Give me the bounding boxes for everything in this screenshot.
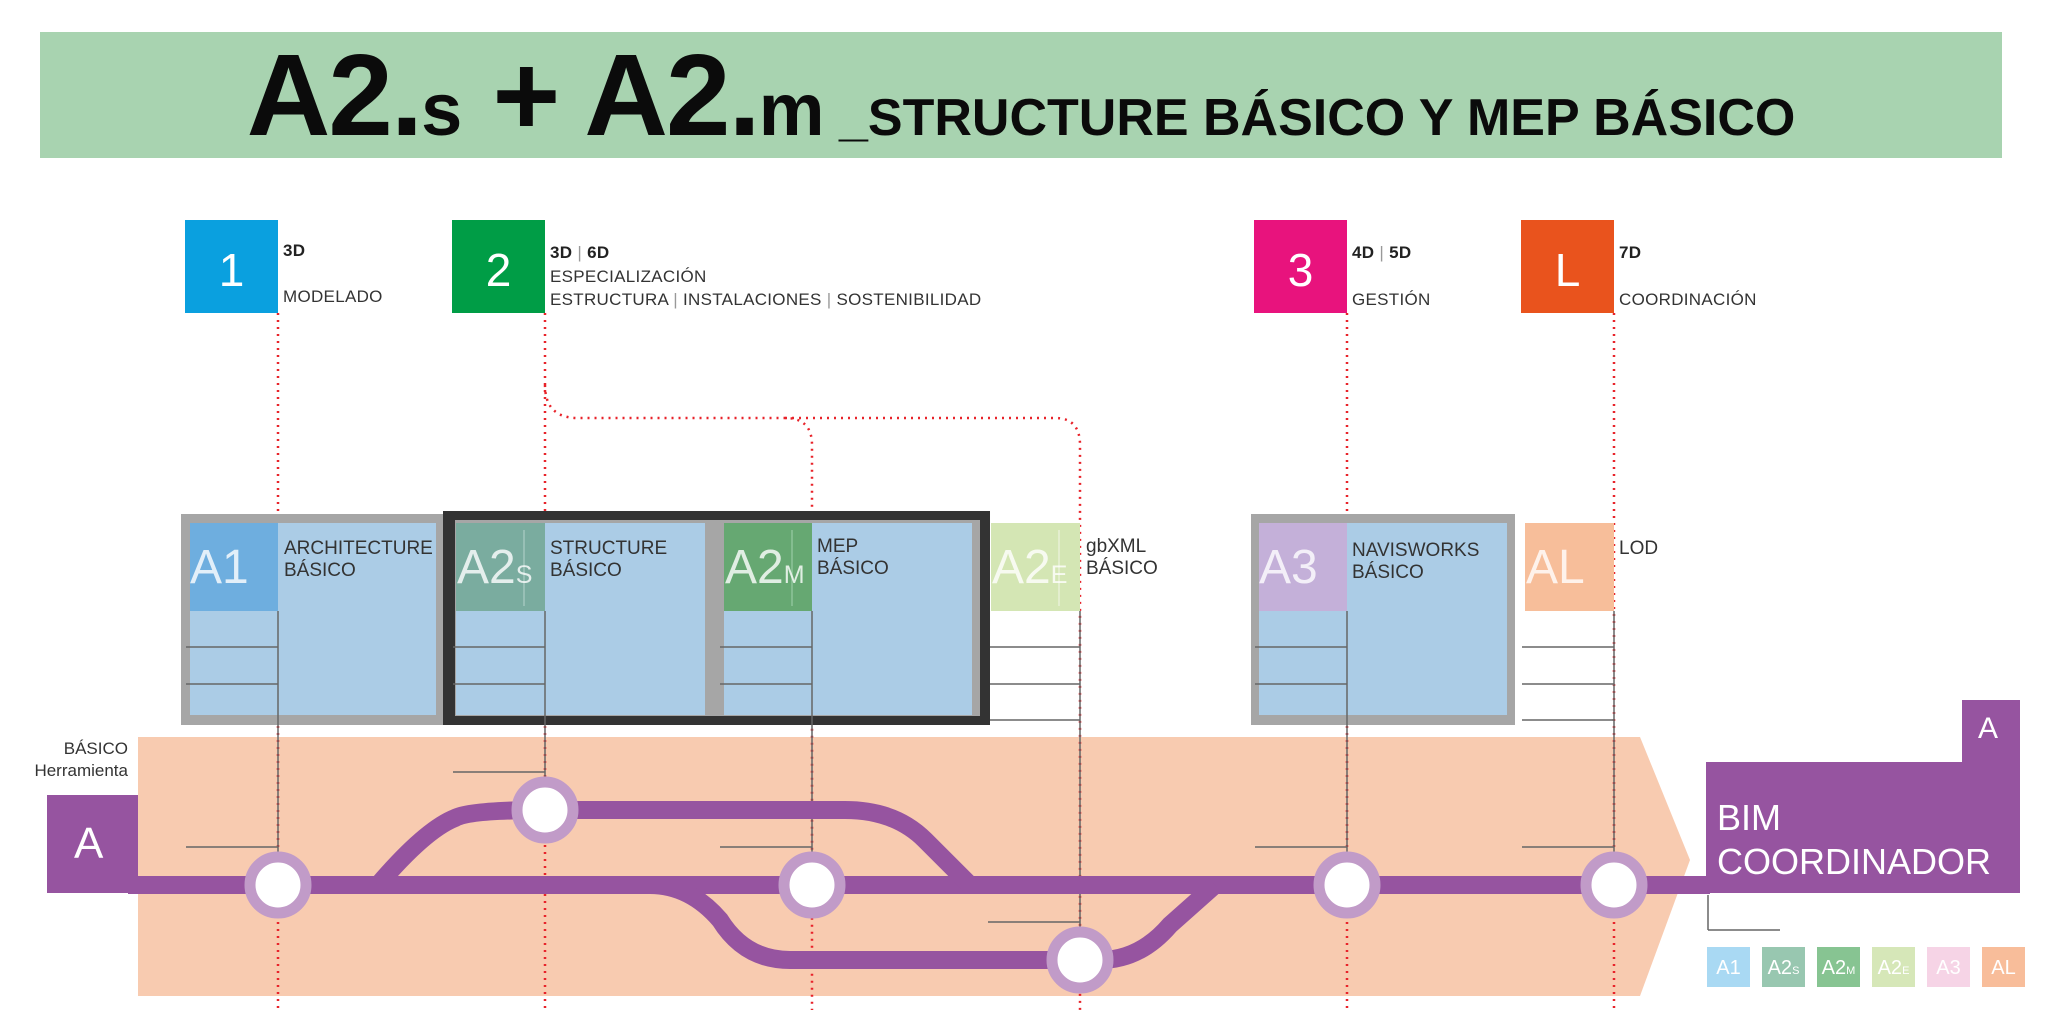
track-start-block — [47, 795, 138, 893]
tile-a2e — [991, 523, 1080, 611]
title-subtitle: _STRUCTURE BÁSICO Y MEP BÁSICO — [824, 89, 1796, 147]
upper-branch — [371, 801, 977, 892]
legend-a2m: A2M — [1817, 947, 1860, 987]
legend-a3: A3 — [1927, 947, 1970, 987]
station-a2e — [1046, 926, 1114, 994]
legend-a2s: A2S — [1762, 947, 1805, 987]
module-al-label: LOD — [1619, 538, 1659, 559]
station-a1 — [244, 851, 312, 919]
tile-a2s — [456, 523, 545, 611]
station-a3 — [1313, 851, 1381, 919]
phase-3-dims: 4D | 5D — [1352, 243, 1412, 262]
phase-l-badge: L — [1521, 220, 1614, 313]
track-start-letter: A — [74, 819, 104, 868]
phase-3-badge: 3 — [1254, 220, 1347, 313]
module-grid-lines — [186, 611, 1780, 960]
module-a2e-code: A2E — [992, 541, 1068, 594]
legend-a2e: A2E — [1872, 947, 1915, 987]
phase-l-dims: 7D — [1619, 243, 1642, 262]
phase-2-specialties: ESTRUCTURA | INSTALACIONES | SOSTENIBILI… — [550, 290, 982, 309]
phase-2-label: ESPECIALIZACIÓN — [550, 267, 707, 286]
module-a2m-code: A2M — [725, 541, 805, 594]
tile-al — [1525, 523, 1614, 611]
guide-lines — [276, 313, 1616, 1010]
station-al — [1580, 851, 1648, 919]
title-banner: A2.s + A2.m _STRUCTURE BÁSICO Y MEP BÁSI… — [40, 32, 2002, 158]
stations — [244, 776, 1648, 994]
track-end-block — [1706, 762, 2020, 893]
legend-al: AL — [1982, 947, 2025, 987]
phase-l-label: COORDINACIÓN — [1619, 290, 1757, 309]
phase-1-label: MODELADO — [283, 287, 383, 306]
tile-a3 — [1259, 523, 1347, 611]
station-a2m — [778, 851, 846, 919]
phase-2-dims: 3D | 6D — [550, 243, 610, 262]
title-a2-mep-sub: m — [758, 68, 825, 151]
page-title: A2.s + A2.m _STRUCTURE BÁSICO Y MEP BÁSI… — [40, 32, 2002, 158]
tile-a2m — [724, 523, 812, 611]
track-end-corner — [1962, 700, 2020, 764]
module-a2s-code: A2S — [457, 541, 533, 594]
module-a1-code: A1 — [190, 541, 249, 594]
phase-1-dims: 3D — [283, 241, 306, 260]
title-a2-mep: A2. — [584, 30, 761, 160]
phase-1-badge: 1 — [185, 220, 278, 313]
track-lines — [128, 801, 1710, 969]
phase-3-label: GESTIÓN — [1352, 290, 1431, 309]
lower-branch — [649, 876, 1221, 969]
station-a2s — [511, 776, 579, 844]
module-al-code: AL — [1526, 541, 1585, 594]
tile-a1 — [190, 523, 278, 611]
track-end-corner-letter: A — [1978, 712, 1999, 745]
module-a3-code: A3 — [1259, 541, 1318, 594]
title-a2-structure-sub: s — [421, 68, 463, 151]
title-plus: + — [462, 30, 585, 160]
legend-a1: A1 — [1707, 947, 1750, 987]
title-a2-structure: A2. — [246, 30, 424, 160]
phase-2-badge: 2 — [452, 220, 545, 313]
